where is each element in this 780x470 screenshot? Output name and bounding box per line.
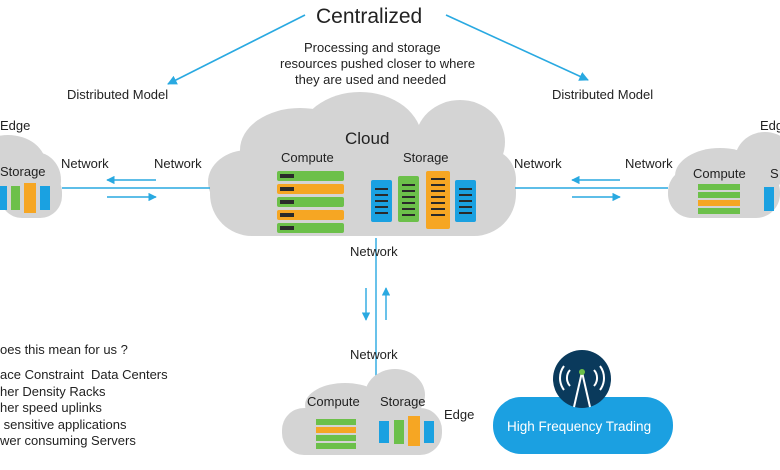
right-edge-compute-label: Compute bbox=[693, 166, 746, 181]
bottom-compute-label: Compute bbox=[307, 394, 360, 409]
arrow-to-left-model bbox=[167, 14, 306, 85]
wireless-antenna-icon bbox=[553, 350, 611, 408]
right-model-label: Distributed Model bbox=[552, 87, 654, 102]
bottom-storage-label: Storage bbox=[380, 394, 426, 409]
left-network-outer: Network bbox=[61, 156, 109, 171]
bottom-network-bottom: Network bbox=[350, 347, 398, 362]
subtitle-line-1: Processing and storage bbox=[304, 40, 441, 55]
cloud-label: Cloud bbox=[345, 129, 390, 148]
subtitle-line-3: they are used and needed bbox=[295, 72, 447, 87]
bottom-network-top: Network bbox=[350, 244, 398, 259]
main-compute-rack bbox=[277, 171, 344, 233]
bottom-edge-compute bbox=[316, 419, 356, 449]
bullet-list: ace Constraint Data Centers her Density … bbox=[0, 367, 168, 450]
antenna-glyph bbox=[559, 365, 605, 408]
storage-label: Storage bbox=[403, 150, 449, 165]
hft-label: High Frequency Trading bbox=[507, 419, 652, 434]
left-edge-storage-label: Storage bbox=[0, 164, 46, 179]
bottom-edge-storage bbox=[379, 416, 434, 446]
bullet-item: wer consuming Servers bbox=[0, 433, 136, 448]
right-edge-storage-label: S bbox=[770, 166, 779, 181]
left-network-inner: Network bbox=[154, 156, 202, 171]
bullet-item: her Density Racks bbox=[0, 383, 106, 399]
right-network-outer: Network bbox=[625, 156, 673, 171]
right-edge-label: Edge bbox=[760, 118, 780, 133]
bullet-item: ace Constraint Data Centers bbox=[0, 367, 168, 382]
left-edge-storage bbox=[0, 183, 50, 213]
left-model-label: Distributed Model bbox=[67, 87, 169, 102]
arrow-to-right-model bbox=[445, 14, 589, 81]
right-edge-compute bbox=[698, 184, 774, 214]
main-storage-units bbox=[371, 171, 476, 229]
right-network-inner: Network bbox=[514, 156, 562, 171]
compute-label: Compute bbox=[281, 150, 334, 165]
bullet-item: her speed uplinks bbox=[0, 400, 102, 415]
bottom-edge-label: Edge bbox=[444, 407, 475, 422]
left-edge-label: Edge bbox=[0, 118, 31, 133]
subtitle-line-2: resources pushed closer to where bbox=[280, 56, 476, 71]
hft-pill bbox=[493, 397, 673, 454]
bullet-item: sensitive applications bbox=[0, 416, 127, 432]
title: Centralized bbox=[316, 5, 423, 28]
question-text: oes this mean for us ? bbox=[0, 342, 128, 357]
